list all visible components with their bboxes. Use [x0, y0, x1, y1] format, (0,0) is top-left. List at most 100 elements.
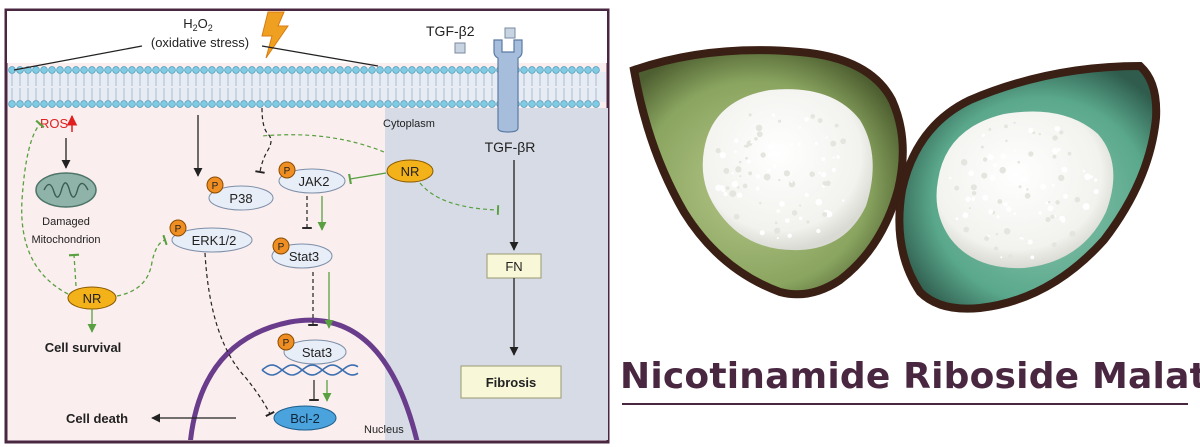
lipid-head	[8, 100, 16, 108]
powder-speck	[954, 185, 960, 191]
powder-speck	[738, 160, 742, 164]
bcl2-node	[273, 405, 337, 431]
lipid-head	[288, 66, 296, 74]
powder-speck	[771, 113, 776, 117]
lipid-head	[424, 100, 432, 108]
powder-speck	[1022, 177, 1028, 182]
powder-speck	[1018, 180, 1021, 184]
erk-to-bcl2-arrow	[204, 252, 275, 418]
lipid-head	[320, 100, 328, 108]
powder-speck	[736, 192, 743, 198]
lipid-head	[256, 66, 264, 74]
powder-speck	[981, 172, 988, 179]
lipid-head	[56, 100, 64, 108]
lipid-head	[264, 100, 272, 108]
dna-helix-icon	[261, 364, 359, 376]
lipid-head	[392, 100, 400, 108]
powder-speck	[982, 157, 988, 162]
powder-speck	[1013, 121, 1016, 124]
lipid-head	[376, 66, 384, 74]
powder-speck	[1027, 239, 1033, 245]
lipid-head	[96, 100, 104, 108]
powder-speck	[760, 152, 766, 158]
cytoplasm-label: Cytoplasm	[383, 118, 435, 130]
powder-speck	[715, 184, 722, 191]
mitochondrion-label: Mitochondrion	[31, 234, 100, 246]
erk-node	[171, 227, 253, 253]
nuclear-stat3-phospho-icon	[277, 333, 295, 351]
powder-speck	[1014, 149, 1017, 152]
lipid-head	[544, 66, 552, 74]
p38-label: P38	[229, 191, 252, 206]
powder-speck	[831, 167, 837, 173]
powder-speck	[818, 171, 821, 175]
lipid-head	[592, 100, 600, 108]
lipid-head	[152, 100, 160, 108]
lipid-head	[104, 66, 112, 74]
powder-speck	[1045, 216, 1051, 223]
lipid-head	[424, 66, 432, 74]
powder-speck	[743, 144, 747, 148]
powder-speck	[798, 204, 802, 207]
nr-inhibits-erk	[116, 234, 168, 297]
tgf-b2-ligand-bound-icon	[504, 27, 516, 39]
powder-speck	[729, 190, 737, 197]
oxidative-stress-label: (oxidative stress)	[151, 35, 249, 50]
powder-speck	[980, 145, 984, 149]
dna-strand	[261, 364, 359, 376]
lipid-head	[104, 100, 112, 108]
lipid-head	[120, 66, 128, 74]
powder-speck	[965, 196, 971, 202]
lipid-head	[592, 66, 600, 74]
stat3-phospho-label: P	[278, 242, 285, 253]
lipid-head	[440, 66, 448, 74]
lipid-head	[96, 66, 104, 74]
lipid-head	[272, 66, 280, 74]
lipid-head	[200, 100, 208, 108]
lipid-head	[536, 66, 544, 74]
lipid-head	[368, 66, 376, 74]
powder-speck	[1059, 130, 1064, 135]
lipid-head	[224, 100, 232, 108]
lipid-head	[240, 100, 248, 108]
lipid-head	[464, 100, 472, 108]
powder-speck	[968, 170, 975, 177]
powder-speck	[989, 174, 996, 181]
powder-speck	[809, 171, 815, 177]
powder-speck	[776, 209, 781, 213]
lipid-head	[456, 66, 464, 74]
powder-speck	[787, 233, 792, 238]
powder-speck	[1051, 184, 1055, 187]
powder-speck	[723, 167, 730, 174]
lipid-head	[288, 100, 296, 108]
powder-speck	[1000, 153, 1007, 160]
powder-speck	[834, 123, 839, 128]
powder-speck	[1030, 255, 1035, 260]
powder-speck	[715, 147, 721, 154]
powder-speck	[955, 217, 959, 221]
lipid-head	[344, 100, 352, 108]
lipid-head	[160, 66, 168, 74]
cell-death-label: Cell death	[66, 411, 128, 426]
cell-survival-label: Cell survival	[45, 340, 122, 355]
lipid-head	[80, 100, 88, 108]
powder-speck	[982, 194, 989, 201]
powder-speck	[748, 113, 752, 117]
lipid-head	[40, 100, 48, 108]
lipid-head	[456, 100, 464, 108]
powder-speck	[1004, 124, 1008, 129]
nr-pathway-diagram: H2O2 (oxidative stress) TGF-β2 Cytoplasm…	[4, 8, 610, 444]
powder-speck	[748, 171, 753, 176]
lipid-head	[400, 100, 408, 108]
powder-speck	[1050, 214, 1055, 219]
lipid-head	[376, 100, 384, 108]
powder-speck	[1058, 174, 1065, 182]
lipid-head	[312, 100, 320, 108]
powder-speck	[1047, 200, 1051, 204]
powder-speck	[1023, 187, 1027, 191]
lipid-head	[488, 100, 496, 108]
lipid-head	[232, 66, 240, 74]
powder-speck	[810, 114, 816, 119]
powder-speck	[1024, 256, 1028, 260]
powder-speck	[725, 186, 730, 190]
